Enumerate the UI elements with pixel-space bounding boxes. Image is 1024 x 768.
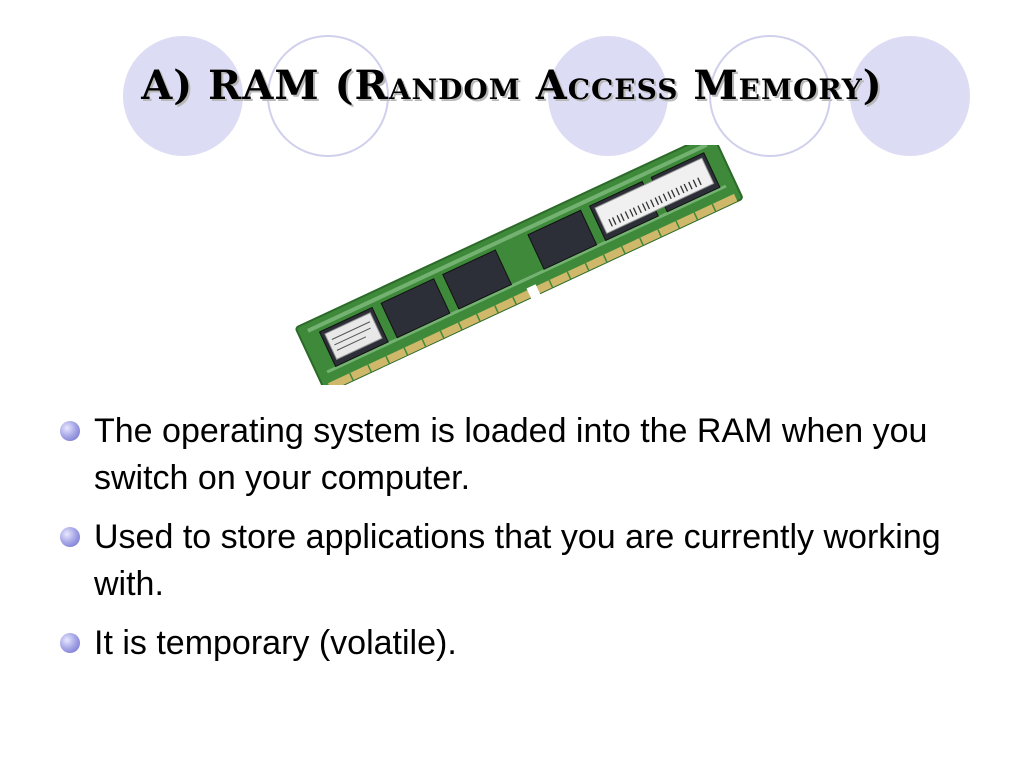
bullet-item: The operating system is loaded into the … xyxy=(60,408,960,502)
bullet-item: Used to store applications that you are … xyxy=(60,514,960,608)
outline-circle xyxy=(709,35,831,157)
outline-circle xyxy=(267,35,389,157)
filled-circle xyxy=(123,36,243,156)
slide-title: A) RAM (Random Access Memory) xyxy=(141,62,883,109)
bullet-item: It is temporary (volatile). xyxy=(60,620,960,667)
filled-circle xyxy=(850,36,970,156)
bullet-icon xyxy=(60,527,80,547)
bullet-text: It is temporary (volatile). xyxy=(94,624,457,662)
bullet-icon xyxy=(60,633,80,653)
filled-circle xyxy=(548,36,668,156)
bullet-text: Used to store applications that you are … xyxy=(94,518,941,603)
bullet-icon xyxy=(60,421,80,441)
ram-module-icon xyxy=(295,145,743,385)
bullet-text: The operating system is loaded into the … xyxy=(94,412,928,497)
bullet-list: The operating system is loaded into the … xyxy=(60,408,960,679)
header-circles-decoration xyxy=(123,35,970,157)
